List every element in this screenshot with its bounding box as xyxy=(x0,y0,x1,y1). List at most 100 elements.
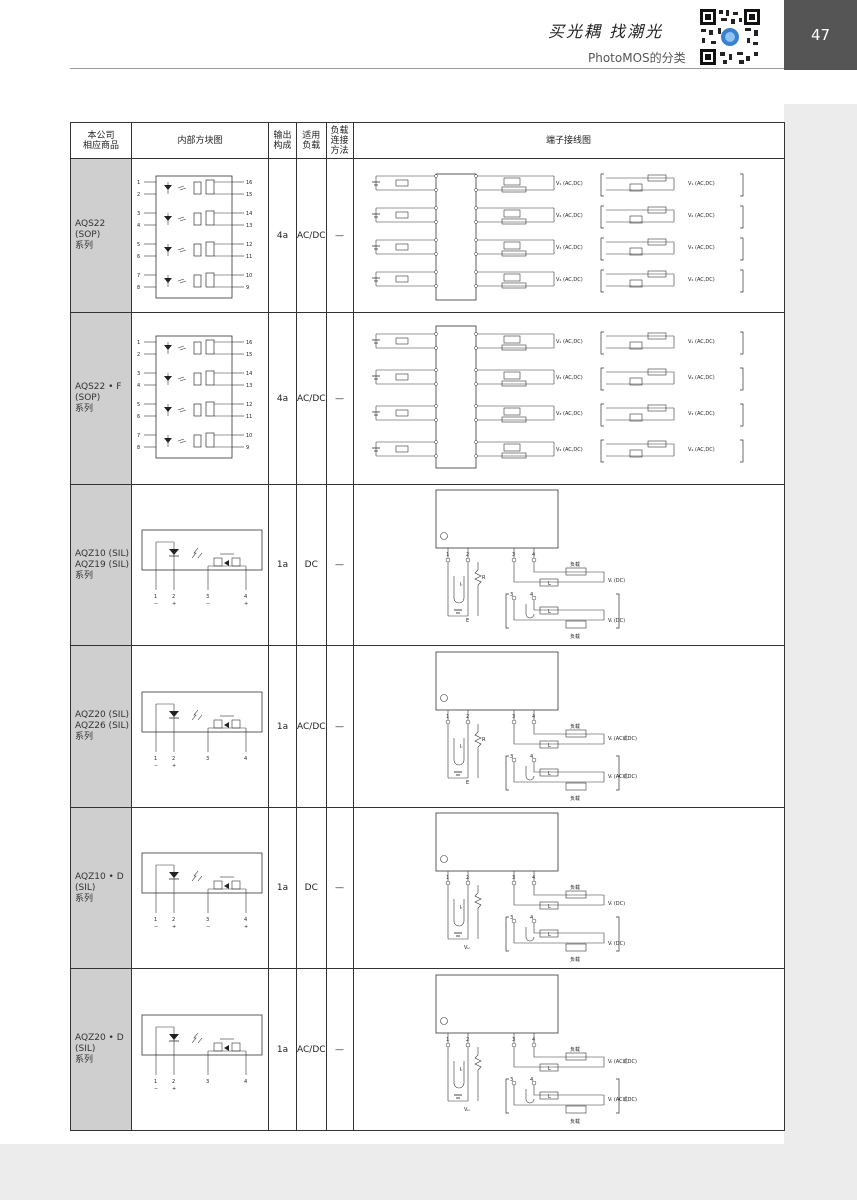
svg-text:−: − xyxy=(154,601,158,607)
svg-text:Iₗ: Iₗ xyxy=(460,905,462,911)
svg-text:L: L xyxy=(548,932,551,938)
output-config: 1a xyxy=(268,807,297,969)
wiring-diagram: 负载 负载 Vₗ (AC或DC) Vₗ (AC或DC) L L Iₗ Vᵢₙ xyxy=(352,968,785,1131)
connection-method: — xyxy=(325,807,354,969)
svg-text:Vₗ (DC): Vₗ (DC) xyxy=(608,578,625,584)
load-type: AC/DC xyxy=(296,645,327,808)
header-product: 本公司 相应商品 xyxy=(70,122,132,159)
svg-text:L: L xyxy=(548,743,551,749)
svg-text:V₂ (AC,DC): V₂ (AC,DC) xyxy=(556,375,583,381)
svg-text:+: + xyxy=(244,924,248,930)
svg-text:1: 1 xyxy=(154,917,157,923)
connection-method: — xyxy=(325,158,354,313)
svg-text:负载: 负载 xyxy=(570,561,580,568)
svg-text:3: 3 xyxy=(206,594,209,600)
wiring-diagram: 负载 负载 Vₗ (DC) Vₗ (DC) L L R Iₗ E xyxy=(352,484,785,646)
svg-text:L: L xyxy=(548,904,551,910)
svg-text:+: + xyxy=(172,763,176,769)
svg-text:负载: 负载 xyxy=(570,1046,580,1053)
svg-text:4: 4 xyxy=(244,594,247,600)
product-name: AQZ10 • D (SIL) 系列 xyxy=(70,807,132,969)
svg-text:1: 1 xyxy=(154,594,157,600)
svg-text:Vᵢₙ: Vᵢₙ xyxy=(464,1107,470,1113)
wiring-diagram: 负载 负载 Vₗ (AC或DC) Vₗ (AC或DC) L L R Iₗ E xyxy=(352,645,785,808)
svg-text:L: L xyxy=(548,771,551,777)
svg-text:E: E xyxy=(466,780,469,786)
svg-text:L: L xyxy=(548,1094,551,1100)
product-name: AQZ20 • D (SIL) 系列 xyxy=(70,968,132,1131)
svg-text:L: L xyxy=(548,1066,551,1072)
svg-text:+: + xyxy=(172,601,176,607)
load-type: AC/DC xyxy=(296,158,327,313)
product-name: AQS22 • F (SOP) 系列 xyxy=(70,312,132,485)
product-name: AQS22 (SOP) 系列 xyxy=(70,158,132,313)
svg-text:−: − xyxy=(206,601,210,607)
svg-text:V₃ (AC,DC): V₃ (AC,DC) xyxy=(556,245,583,251)
svg-text:2: 2 xyxy=(172,756,175,762)
output-config: 4a xyxy=(268,312,297,485)
svg-text:2: 2 xyxy=(172,594,175,600)
svg-text:Vₗ (DC): Vₗ (DC) xyxy=(608,901,625,907)
svg-text:−: − xyxy=(154,924,158,930)
svg-text:负载: 负载 xyxy=(570,1118,580,1125)
slogan: 买光耦 找潮光 xyxy=(548,22,664,41)
svg-text:R: R xyxy=(482,575,486,581)
svg-text:V₃ (AC,DC): V₃ (AC,DC) xyxy=(688,411,715,417)
svg-text:−: − xyxy=(206,924,210,930)
svg-text:+: + xyxy=(172,924,176,930)
svg-text:3: 3 xyxy=(206,1079,209,1085)
svg-text:Vₗ (AC或DC): Vₗ (AC或DC) xyxy=(608,1096,637,1103)
svg-text:V₃ (AC,DC): V₃ (AC,DC) xyxy=(688,245,715,251)
svg-text:Iₗ: Iₗ xyxy=(460,1067,462,1073)
svg-text:4: 4 xyxy=(244,1079,247,1085)
wiring-diagram: V₁ (AC,DC) V₁ (AC,DC) V₂ (AC,DC) V₂ (AC,… xyxy=(352,158,785,313)
svg-text:负载: 负载 xyxy=(570,795,580,802)
svg-text:负载: 负载 xyxy=(570,884,580,891)
output-config: 4a xyxy=(268,158,297,313)
svg-text:负载: 负载 xyxy=(570,956,580,963)
connection-method: — xyxy=(325,484,354,646)
page-number: 47 xyxy=(784,0,857,70)
product-name: AQZ20 (SIL) AQZ26 (SIL) 系列 xyxy=(70,645,132,808)
svg-text:V₄ (AC,DC): V₄ (AC,DC) xyxy=(556,447,583,453)
svg-text:负载: 负载 xyxy=(570,633,580,640)
svg-text:E: E xyxy=(466,618,469,624)
svg-text:V₃ (AC,DC): V₃ (AC,DC) xyxy=(556,411,583,417)
svg-text:V₂ (AC,DC): V₂ (AC,DC) xyxy=(688,213,715,219)
connection-method: — xyxy=(325,968,354,1131)
svg-text:L: L xyxy=(548,581,551,587)
section-subtitle: PhotoMOS的分类 xyxy=(588,51,686,65)
table-row: AQS22 • F (SOP) 系列 4a AC/DC — V₁ (AC,DC)… xyxy=(70,312,785,485)
svg-text:1: 1 xyxy=(154,756,157,762)
header-output: 输出 构成 xyxy=(268,122,297,159)
svg-text:3: 3 xyxy=(206,756,209,762)
svg-text:V₂ (AC,DC): V₂ (AC,DC) xyxy=(688,375,715,381)
svg-text:V₁ (AC,DC): V₁ (AC,DC) xyxy=(688,339,715,345)
svg-text:4: 4 xyxy=(244,917,247,923)
load-type: AC/DC xyxy=(296,968,327,1131)
svg-text:V₂ (AC,DC): V₂ (AC,DC) xyxy=(556,213,583,219)
header-block-diagram: 内部方块图 xyxy=(131,122,269,159)
svg-text:Vₗ (AC或DC): Vₗ (AC或DC) xyxy=(608,735,637,742)
vl-label: V₁ (AC,DC) xyxy=(556,181,583,187)
wiring-diagram: 负载 负载 Vₗ (DC) Vₗ (DC) L L Iₗ Vᵢₙ xyxy=(352,807,785,969)
svg-text:Vₗ (AC或DC): Vₗ (AC或DC) xyxy=(608,1058,637,1065)
svg-text:V₄ (AC,DC): V₄ (AC,DC) xyxy=(688,277,715,283)
svg-text:负载: 负载 xyxy=(570,723,580,730)
header-rule xyxy=(70,68,790,69)
svg-text:Iₗ: Iₗ xyxy=(460,744,462,750)
connection-method: — xyxy=(325,645,354,808)
svg-text:4: 4 xyxy=(244,756,247,762)
output-config: 1a xyxy=(268,968,297,1131)
svg-text:Vᵢₙ: Vᵢₙ xyxy=(464,945,470,951)
svg-text:2: 2 xyxy=(172,917,175,923)
load-type: AC/DC xyxy=(296,312,327,485)
block-diagram xyxy=(131,158,269,313)
